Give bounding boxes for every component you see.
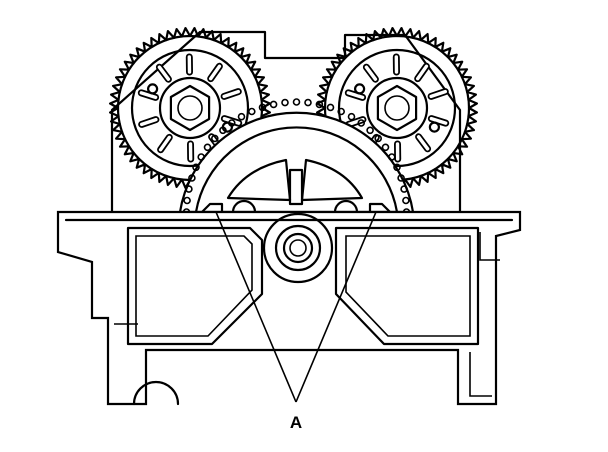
right-slot-inner [346, 91, 365, 100]
left-locating-notch [200, 202, 224, 214]
chain-hole [192, 163, 200, 172]
chain-hole [366, 126, 374, 135]
chain-hole [183, 196, 191, 205]
left-slot-inner [222, 116, 241, 125]
left-slot-inner [139, 117, 158, 127]
right-cavity [334, 226, 480, 346]
right-locating-notch [368, 202, 392, 214]
chain-hole [402, 196, 410, 205]
right-slot-inner [429, 116, 448, 125]
right-slot-inner [364, 65, 378, 81]
chain-hole [269, 100, 278, 109]
chain-hole [211, 134, 219, 143]
chain-hole [197, 153, 205, 161]
engine-block [56, 210, 522, 406]
chain-hole [228, 119, 236, 127]
chain-hole [258, 103, 267, 112]
chain-hole [185, 185, 193, 193]
chain-hole [357, 119, 366, 127]
left-slot-inner [208, 64, 222, 81]
left-sprocket-bolt-icon [169, 84, 211, 132]
chain-hole [347, 112, 356, 121]
chain-hole [381, 143, 390, 152]
idler-window-left [226, 158, 292, 202]
chain-hole [188, 174, 196, 182]
right-pin-hole [428, 121, 440, 133]
left-camshaft-sprocket [109, 27, 271, 189]
chain-hole [281, 98, 289, 107]
cylinder-head-housing [110, 30, 462, 214]
right-sprocket-bolt-icon [376, 84, 418, 132]
right-sprocket-holes [354, 83, 440, 133]
chain-hole [248, 107, 256, 116]
chain-hole [387, 153, 396, 161]
left-sprocket-slots [137, 53, 243, 163]
left-slot-inner [222, 89, 241, 99]
callout-a-label: A [290, 413, 302, 432]
left-cavity [126, 226, 264, 346]
chain-hole [203, 143, 212, 152]
chain-hole [397, 174, 405, 182]
left-slot-inner [158, 135, 172, 152]
left-slot-inner [157, 65, 171, 81]
chain-hole [393, 163, 401, 172]
chain-hole [292, 98, 301, 106]
right-slot-inner [416, 135, 430, 151]
callout-a-leaders [215, 211, 377, 403]
right-slot-inner [429, 89, 447, 99]
left-slot-inner [139, 91, 158, 100]
right-pin-hole [354, 83, 366, 95]
chain-hole [237, 112, 246, 121]
left-pin-hole [147, 83, 159, 95]
chain-hole [374, 134, 383, 143]
chain-hole [304, 98, 312, 107]
chain-hole [337, 107, 346, 116]
idler-sprocket [178, 98, 415, 225]
chain-hole [326, 103, 335, 112]
idler-sprocket-chain-holes [182, 98, 411, 216]
left-bottom-port [132, 380, 180, 406]
crankshaft-hub [262, 212, 334, 284]
chain-hole [315, 100, 324, 109]
idler-window-right [300, 158, 364, 202]
right-slot-inner [416, 64, 429, 81]
chain-hole [219, 126, 227, 135]
chain-hole [400, 185, 408, 193]
idler-hub [288, 168, 304, 206]
